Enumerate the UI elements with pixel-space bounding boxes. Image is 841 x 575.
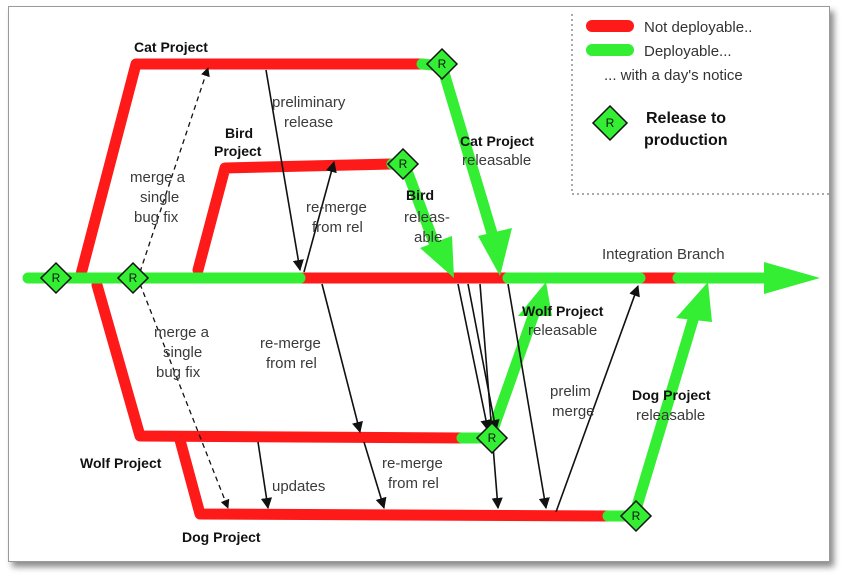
remerge-top-label-2: from rel <box>312 219 363 236</box>
merge-bottom-label-1: merge a <box>154 324 210 341</box>
preliminary-release-arrow <box>265 69 304 272</box>
bird-project-label-1: Bird <box>225 125 253 141</box>
remerge-to-wolf-arrow-3 <box>467 283 500 432</box>
green-arrowheads <box>420 228 820 322</box>
svg-text:R: R <box>606 116 615 130</box>
wolf-releasable-branch <box>456 302 542 444</box>
annotation-labels: preliminary release Cat Project releasab… <box>130 94 711 495</box>
release-markers: R R R R R R <box>39 47 653 533</box>
bird-project-label-2: Project <box>214 143 262 159</box>
prelim-merge-arrow <box>555 284 640 513</box>
wolf-releasable-arrowhead <box>518 282 552 316</box>
remerge-to-dog-arrow-1 <box>479 283 503 510</box>
branch-labels: Integration Branch Cat Project Bird Proj… <box>80 39 725 545</box>
wolf-releasable-label-2: releasable <box>528 322 597 339</box>
svg-text:R: R <box>129 271 138 285</box>
remerge-to-bird-arrow <box>303 160 337 273</box>
dog-releasable-arrowhead <box>676 282 712 322</box>
release-diamond-icon: R <box>475 421 509 455</box>
wolf-releasable-label-1: Wolf Project <box>522 303 604 319</box>
updates-arrow <box>257 441 273 510</box>
legend-not-deployable: Not deployable.. <box>644 19 752 36</box>
dog-project-label: Dog Project <box>182 529 261 545</box>
bird-releasable-arrowhead <box>420 236 454 278</box>
release-diamond-icon: R <box>386 147 420 181</box>
remerge-mid-label-2: from rel <box>266 355 317 372</box>
preliminary-release-label-2: release <box>284 114 333 131</box>
svg-text:R: R <box>488 431 497 445</box>
release-diamond-icon: R <box>425 47 459 81</box>
preliminary-release-label-1: preliminary <box>272 94 346 111</box>
dog-releasable-label-2: releasable <box>636 407 705 424</box>
remerge-to-dog-arrow-2 <box>507 283 550 510</box>
merge-top-label-3: bug fix <box>134 209 179 226</box>
cat-releasable-arrowhead <box>478 228 512 276</box>
branch-lines-red <box>74 58 684 522</box>
release-diamond-icon: R <box>39 261 73 295</box>
svg-text:R: R <box>399 157 408 171</box>
remerge-bottom-label-1: re-merge <box>382 455 443 472</box>
bug-fix-dashed-arrows <box>139 67 230 509</box>
integration-branch-label: Integration Branch <box>602 246 725 263</box>
merge-bottom-label-2: single <box>163 344 202 361</box>
bugfix-down-arrow <box>139 283 230 509</box>
wolf-project-label: Wolf Project <box>80 455 162 471</box>
legend-notice: ... with a day's notice <box>604 67 743 84</box>
bird-releasable-label-2: releas- <box>404 209 450 226</box>
remerge-mid-label-1: re-merge <box>260 335 321 352</box>
remerge-top-label-1: re-merge <box>306 199 367 216</box>
release-diamond-icon: R <box>619 499 653 533</box>
cat-releasable-label-1: Cat Project <box>460 133 534 149</box>
merge-top-label-2: single <box>140 189 179 206</box>
prelim-merge-label-2: merge <box>552 403 595 420</box>
merge-bottom-label-3: bug fix <box>156 364 201 381</box>
dog-releasable-label-1: Dog Project <box>632 387 711 403</box>
legend: Not deployable.. Deployable... ... with … <box>571 14 830 195</box>
legend-release-line2: production <box>644 132 728 149</box>
prelim-merge-label-1: prelim <box>550 383 591 400</box>
wolf-project-branch <box>91 279 468 444</box>
integration-arrowhead <box>764 262 820 294</box>
svg-text:R: R <box>438 57 447 71</box>
cat-releasable-label-2: releasable <box>462 152 531 169</box>
diagram-frame <box>8 6 830 562</box>
svg-text:R: R <box>632 509 641 523</box>
release-diamond-icon: R <box>116 261 150 295</box>
updates-label: updates <box>272 478 325 495</box>
legend-border <box>571 14 830 195</box>
legend-deployable: Deployable... <box>644 43 732 60</box>
remerge-to-wolf-arrow-2 <box>457 283 492 432</box>
bird-project-branch <box>192 158 398 276</box>
svg-text:R: R <box>52 271 61 285</box>
dog-project-branch <box>174 434 614 522</box>
merge-arrows <box>257 69 640 513</box>
remerge-to-wolf-arrow-1 <box>321 283 363 434</box>
remerge-bottom-label-2: from rel <box>388 475 439 492</box>
bird-releasable-label-3: able <box>414 229 442 246</box>
cat-project-label: Cat Project <box>134 39 208 55</box>
remerge-bottom-arrow <box>363 441 387 510</box>
bird-releasable-label-1: Bird <box>406 187 434 203</box>
cat-project-branch <box>74 58 428 284</box>
release-diamond-icon: R <box>591 104 629 142</box>
merge-top-label-1: merge a <box>130 169 186 186</box>
legend-release-line1: Release to <box>646 110 726 127</box>
